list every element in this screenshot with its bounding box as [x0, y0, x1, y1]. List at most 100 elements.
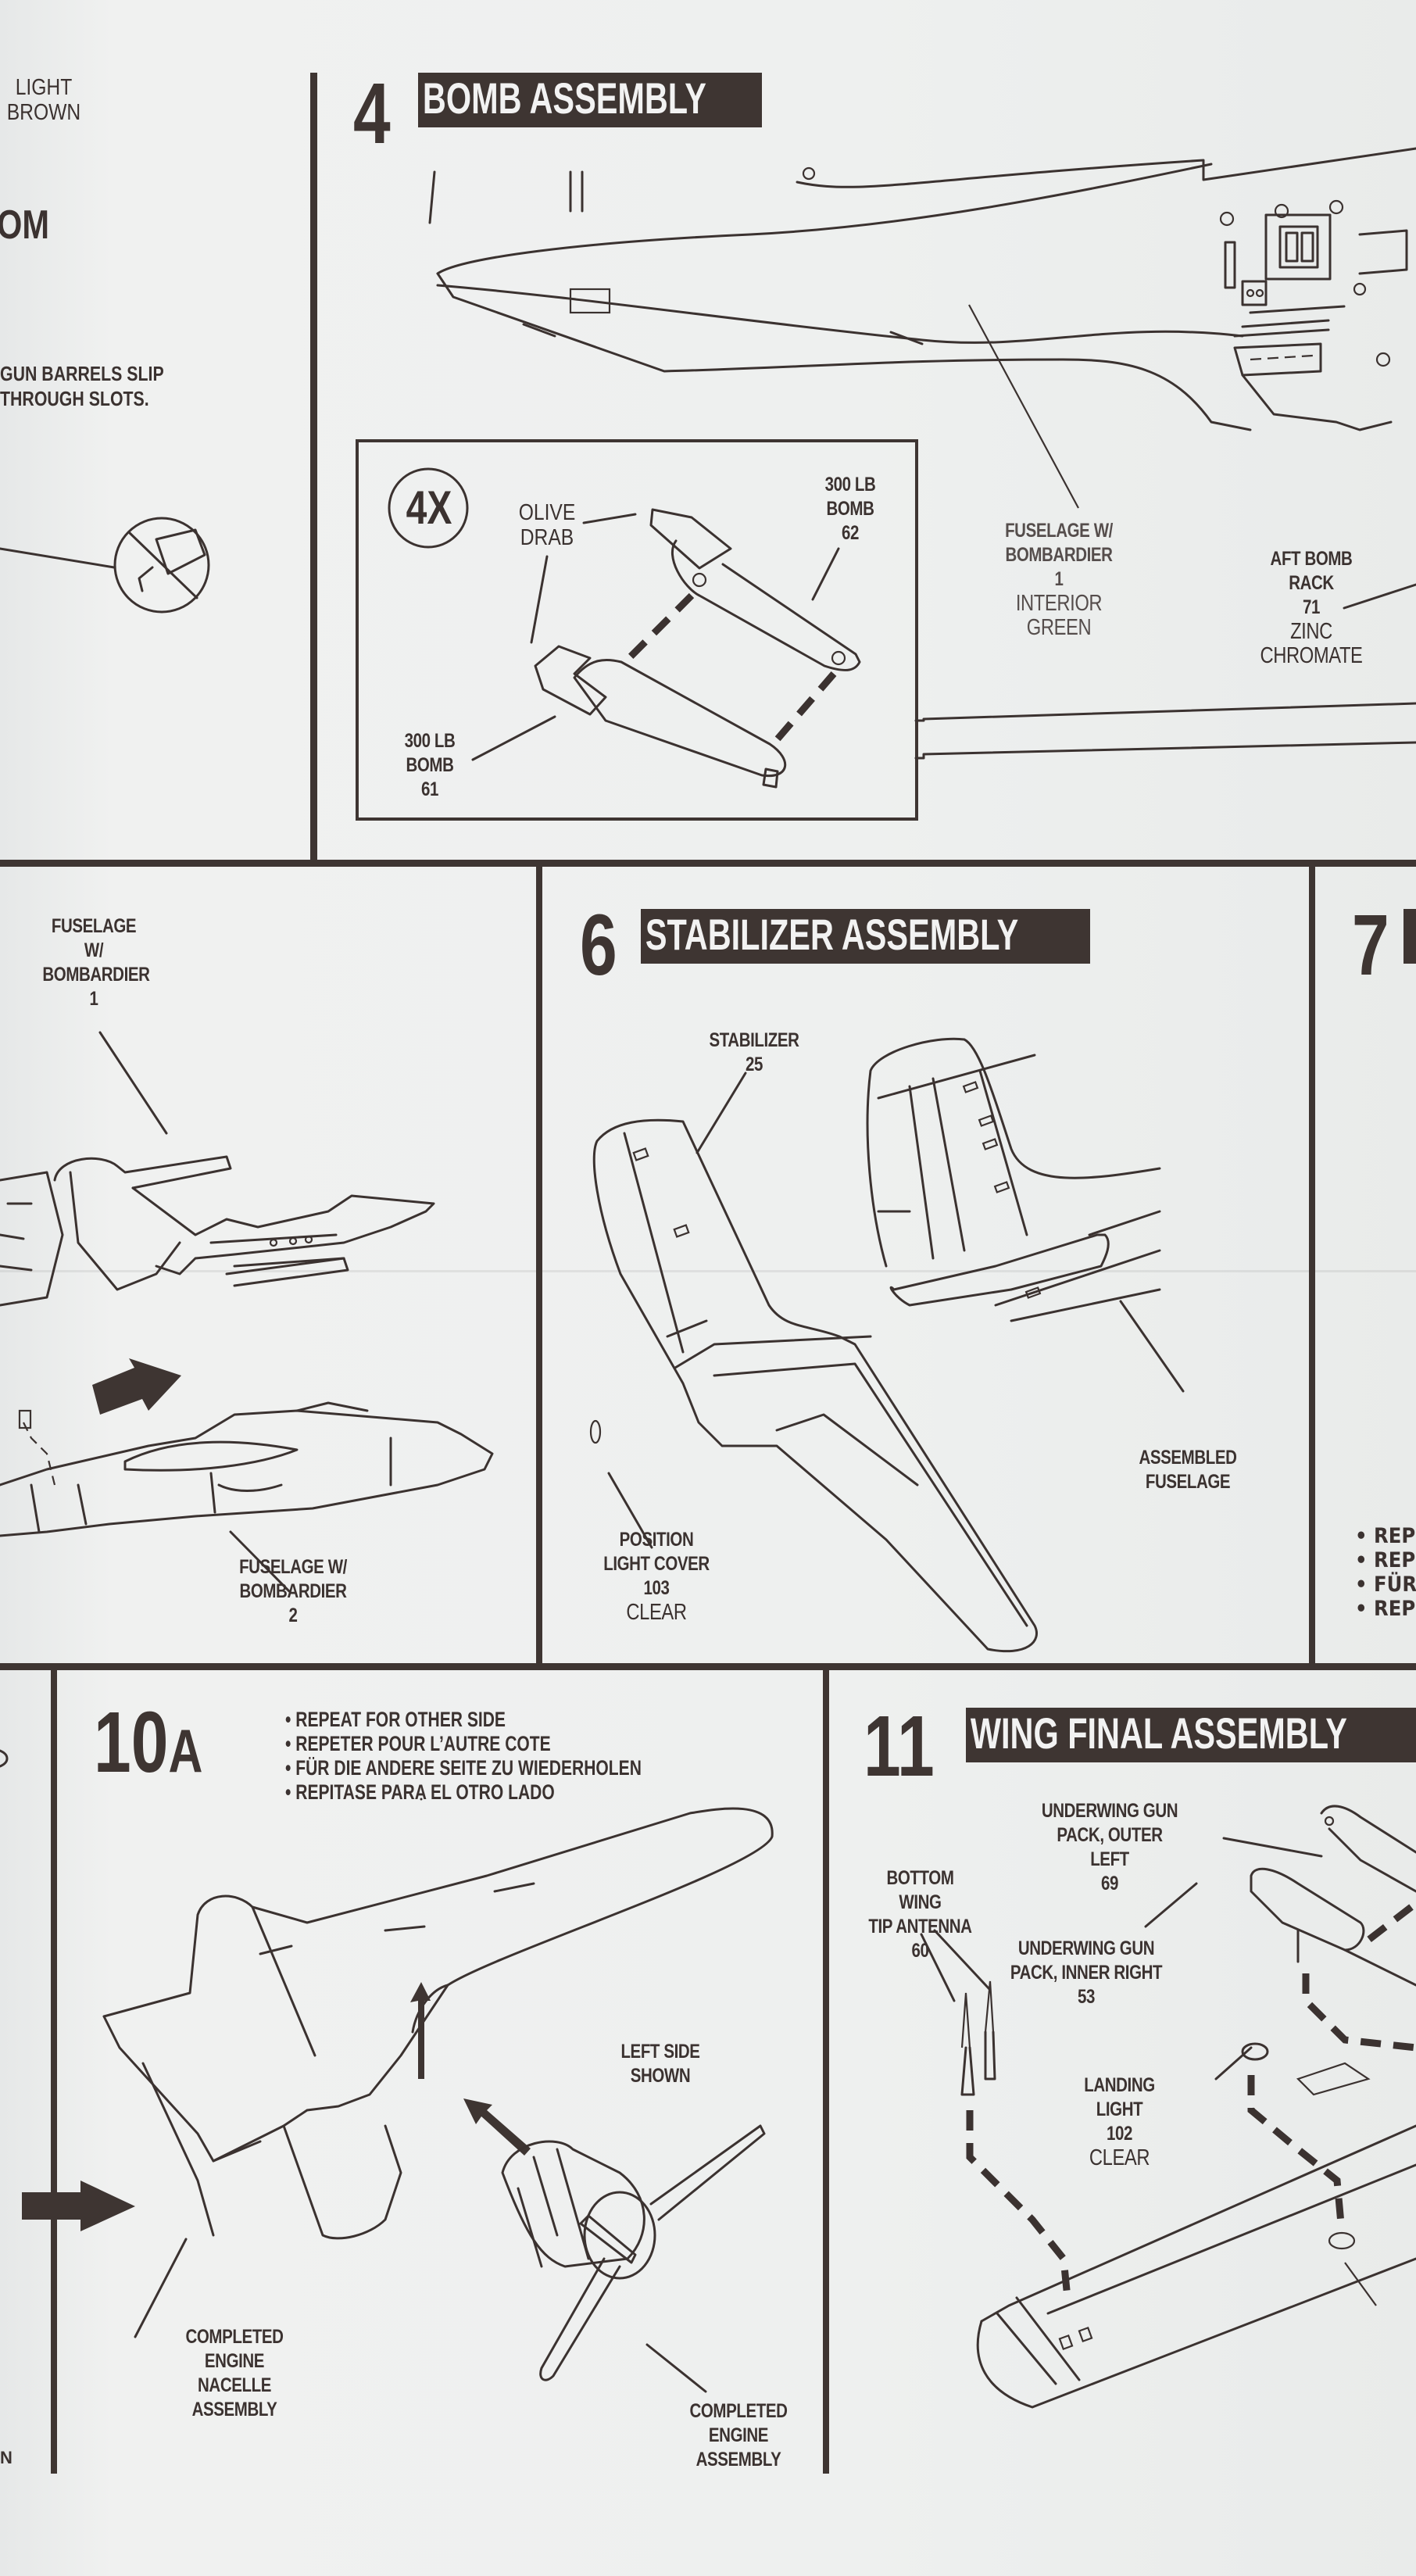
fuselage-bombardier-drawing	[428, 147, 1416, 509]
panel-divider	[536, 864, 542, 1665]
part-number: 62	[842, 522, 859, 544]
part-number: 60	[911, 1940, 929, 1962]
note-line: THROUGH SLOTS.	[0, 387, 149, 410]
step-number: 4	[353, 66, 391, 162]
part-name-line: BOTTOM WING	[886, 1867, 954, 1913]
part-name-line: BOMB	[406, 754, 454, 776]
paper-fold-line	[0, 1270, 1416, 1272]
paint-line: LIGHT	[15, 75, 73, 100]
part-name-line: 300 LB	[404, 730, 456, 752]
part-label-bomb-62: 300 LB BOMB 62	[812, 473, 889, 546]
part-label-fuselage-2: FUSELAGE W/ BOMBARDIER 2	[238, 1555, 347, 1628]
part-label-gun-pack-inner-right: UNDERWING GUN PACK, INNER RIGHT 53	[1010, 1937, 1164, 2009]
part-number: 69	[1101, 1873, 1118, 1894]
instruction-line: REPIT	[1355, 1597, 1416, 1621]
part-name-line: FUSELAGE	[1145, 1471, 1231, 1493]
panel-divider	[310, 73, 317, 864]
note-line: SHOWN	[630, 2065, 691, 2087]
stabilizer-assembly-drawing	[589, 1037, 1185, 1653]
part-name-line: ASSEMBLED	[1139, 1447, 1237, 1469]
part-label-aft-bomb-rack: AFT BOMB RACK 71 ZINC CHROMATE	[1260, 547, 1362, 668]
part-number: 25	[746, 1054, 763, 1075]
part-name-line: ENGINE	[708, 2424, 769, 2446]
quantity-4x-badge	[388, 467, 469, 549]
step-title-bar: WING FINAL ASSEMBLY	[966, 1708, 1416, 1762]
note-line: GUN BARRELS SLIP	[0, 362, 164, 385]
part-name-line: FUSELAGE W/	[51, 915, 137, 961]
gun-barrel-note: GUN BARRELS SLIP THROUGH SLOTS.	[0, 361, 164, 411]
assembled-fuselage-label: ASSEMBLED FUSELAGE	[1136, 1446, 1239, 1494]
step-number-suffix: A	[168, 1716, 203, 1785]
part-name-line: BOMB	[826, 498, 874, 520]
fuselage-halves-drawing	[0, 1031, 494, 1593]
part-number: 103	[643, 1577, 670, 1599]
part-name-line: NACELLE	[198, 2374, 271, 2396]
part-name-line: UNDERWING GUN	[1017, 1937, 1155, 1959]
panel-divider	[823, 1669, 829, 2474]
part-label-stabilizer: STABILIZER 25	[699, 1029, 808, 1077]
paint-line: CHROMATE	[1260, 643, 1363, 668]
part-name-line: BOMBARDIER	[239, 1580, 347, 1602]
wing-nacelle-drawing	[102, 1798, 774, 2393]
paint-line: DRAB	[520, 525, 574, 550]
step-title: WING FINAL ASSEMBLY	[970, 1708, 1347, 1758]
paint-line: BROWN	[6, 100, 81, 125]
note-line: LEFT SIDE	[620, 2041, 700, 2063]
part-name-line: STABILIZER	[709, 1029, 799, 1051]
step-number: 6	[580, 897, 617, 993]
paint-line: GREEN	[1026, 615, 1092, 640]
part-name-line: FUSELAGE W/	[1005, 520, 1113, 542]
part-name-line: PACK, INNER RIGHT	[1010, 1962, 1163, 1984]
step-title-bar: BOMB ASSEMBLY	[418, 73, 762, 127]
panel-divider	[0, 860, 1416, 867]
paint-line: CLEAR	[626, 1600, 687, 1625]
paint-line: INTERIOR	[1015, 591, 1103, 616]
repeat-instructions: REPE REPE FÜR I REPIT	[1355, 1524, 1416, 1621]
paint-line: OLIVE	[518, 500, 576, 525]
left-side-shown-note: LEFT SIDE SHOWN	[616, 2040, 706, 2088]
bomb-detail-inset	[356, 439, 918, 821]
part-number: 1	[89, 988, 98, 1010]
part-label-gun-pack-outer-left: UNDERWING GUN PACK, OUTER LEFT 69	[1036, 1799, 1184, 1896]
part-label-completed-nacelle: COMPLETED ENGINE NACELLE ASSEMBLY	[177, 2325, 292, 2422]
part-name-line: 300 LB	[824, 474, 876, 496]
step-number: 7	[1352, 897, 1389, 993]
step-number: 10A	[94, 1700, 203, 1787]
part-label-fuselage-1: FUSELAGE W/ BOMBARDIER 1	[42, 914, 150, 1011]
part-name-line: POSITION	[619, 1529, 694, 1551]
drawing-fragment	[0, 1749, 9, 1768]
text-fragment: N	[0, 2448, 13, 2467]
part-name-line: COMPLETED	[689, 2400, 788, 2422]
part-name-line: BOMBARDIER	[1005, 544, 1113, 566]
paint-line: ZINC	[1290, 619, 1332, 644]
instruction-line: FÜR I	[1355, 1572, 1416, 1597]
part-name-line: PACK, OUTER LEFT	[1057, 1824, 1163, 1870]
part-number: 1	[1054, 568, 1064, 590]
step-number-digits: 10	[94, 1694, 169, 1791]
panel-divider	[0, 1663, 1416, 1670]
part-name-line: AFT BOMB	[1270, 548, 1353, 570]
part-name-line: RACK	[1289, 572, 1334, 594]
next-step-arrow-icon	[22, 2181, 135, 2231]
instruction-line: FÜR DIE ANDERE SEITE ZU WIEDERHOLEN	[285, 1756, 642, 1780]
part-label-position-light-cover: POSITION LIGHT COVER 103 CLEAR	[602, 1528, 710, 1625]
instruction-line: REPETER POUR L’AUTRE COTE	[285, 1732, 642, 1756]
part-number: 61	[421, 778, 438, 800]
quantity-multiplier: 4X	[406, 481, 452, 534]
panel-divider	[51, 1669, 57, 2474]
part-label-landing-light: LANDING LIGHT 102 CLEAR	[1079, 2073, 1160, 2170]
part-number: 71	[1303, 596, 1320, 618]
step-title: BOMB ASSEMBLY	[422, 73, 706, 123]
panel-divider	[1309, 864, 1315, 1665]
instruction-line: REPE	[1355, 1524, 1416, 1548]
wing-final-assembly-drawing	[920, 1805, 1416, 2409]
part-number: 53	[1078, 1986, 1095, 2008]
bomb-assembly-drawing	[471, 508, 861, 789]
paint-line: CLEAR	[1089, 2145, 1150, 2170]
paint-callout-olive-drab: OLIVE DRAB	[510, 500, 584, 550]
part-name-line: UNDERWING GUN	[1041, 1800, 1178, 1822]
no-glue-icon	[0, 517, 210, 614]
step-title-bar	[1403, 909, 1416, 964]
part-label-completed-engine: COMPLETED ENGINE ASSEMBLY	[681, 2399, 796, 2472]
